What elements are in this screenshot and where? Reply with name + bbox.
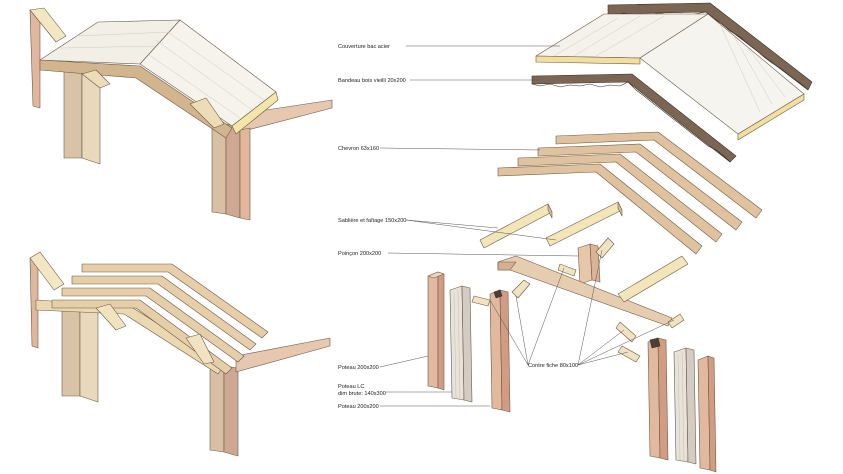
label-poteau-top: Poteau 200x200: [338, 365, 379, 371]
frame-front-post: [209, 365, 225, 453]
front-post-side: [225, 123, 241, 219]
label-bandeau: Bandeau bois vieilli 20x200: [338, 78, 406, 84]
right-post-lc: [673, 347, 697, 465]
leader-lines: [379, 45, 675, 407]
wall-top-left: [29, 7, 67, 43]
sabliere-beams: [479, 201, 623, 249]
right-post-200: [697, 355, 717, 473]
eave-underside: [39, 59, 233, 139]
labels: Couverture bac acier Bandeau bois vieill…: [338, 44, 578, 410]
label-poteau-lc-1: Poteau LC: [338, 384, 364, 390]
label-poteau-lc-2: dim brute: 140x300: [338, 391, 386, 397]
roof-sheet: [535, 13, 805, 141]
right-post-mortise: [615, 313, 685, 461]
exploded-view: [427, 2, 813, 473]
frame-rafters: [51, 263, 269, 375]
assembled-roof-view: [29, 7, 333, 221]
label-contre-fiche: Contre fiche 80x100: [528, 363, 578, 369]
roof-seams: [59, 31, 265, 119]
eave-fascia: [231, 91, 279, 135]
frame-view: [29, 251, 331, 457]
label-poincon: Poinçon 200x200: [338, 251, 381, 257]
frame-back-post-side: [79, 301, 99, 403]
left-post-lc: [449, 285, 473, 403]
left-post-200: [427, 271, 445, 391]
frame-wall-right: [235, 337, 331, 373]
chevrons: [497, 131, 763, 255]
front-post: [211, 123, 227, 215]
label-couverture: Couverture bac acier: [338, 44, 390, 50]
frame-front-post-side: [223, 365, 239, 457]
frame-brace-2: [185, 333, 215, 365]
knee-brace: [81, 69, 111, 89]
label-sabliere: Sablière et faîtage 150x200: [338, 218, 406, 224]
back-post: [63, 69, 83, 159]
frame-brace: [95, 303, 127, 331]
left-post-mortise: [471, 279, 531, 413]
bandeau-bottom: [531, 73, 737, 163]
label-poteau-bottom: Poteau 200x200: [338, 404, 379, 410]
tie-beam: [497, 255, 689, 327]
label-chevron: Chevron 63x160: [338, 146, 379, 152]
frame-back-post: [61, 305, 81, 397]
frame-wall-top: [29, 251, 65, 291]
wall-fragment-left: [29, 9, 41, 109]
wall-right-face: [239, 127, 251, 221]
knee-brace-2: [189, 97, 225, 129]
